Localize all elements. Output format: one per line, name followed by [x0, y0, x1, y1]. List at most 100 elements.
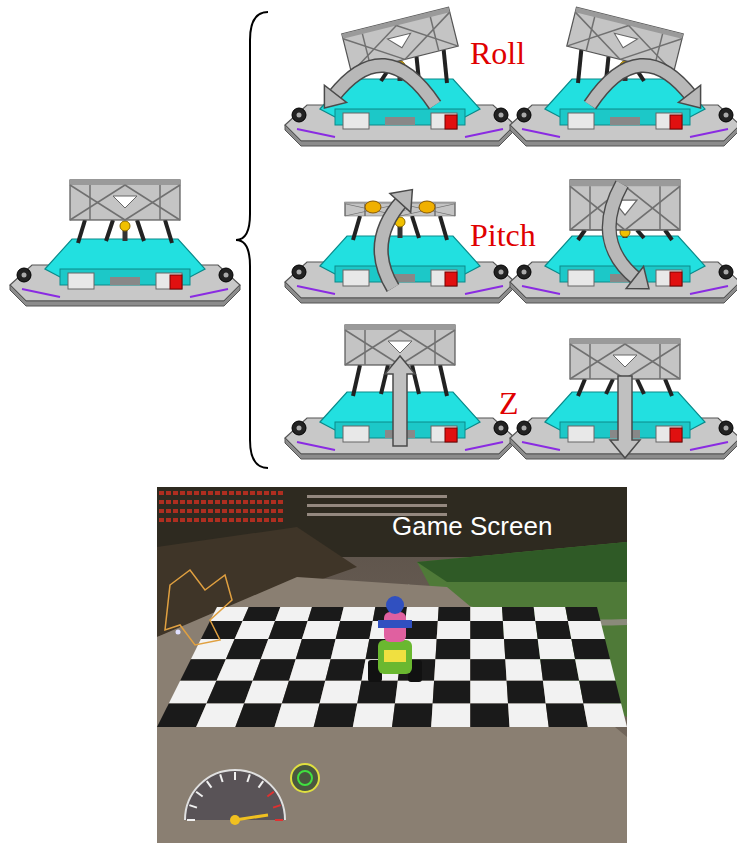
- illustration-part: [637, 230, 644, 238]
- seat-plate: [570, 339, 680, 379]
- illustration-part: [589, 344, 591, 379]
- checker-tile: [470, 659, 506, 681]
- illustration-part: [431, 113, 457, 129]
- illustration-part: [510, 125, 737, 146]
- illustration-part: [345, 325, 455, 330]
- illustration-part: [285, 282, 515, 303]
- illustration-part: [22, 273, 27, 278]
- checker-tile: [505, 659, 543, 681]
- checker-tile: [579, 681, 621, 704]
- checker-tile: [583, 703, 627, 727]
- illustration-part: [157, 577, 627, 843]
- screen-caption: Game Screen: [392, 512, 552, 541]
- illustration-part: [166, 518, 171, 522]
- checker-tile: [395, 681, 434, 704]
- checker-tile: [535, 621, 571, 639]
- illustration-part: [120, 221, 130, 231]
- illustration-part: [578, 379, 585, 396]
- illustration-part: [494, 421, 508, 435]
- illustration-part: [243, 491, 248, 495]
- illustration-part: [298, 771, 312, 785]
- illustration-part: [590, 65, 692, 105]
- illustration-part: [236, 509, 241, 513]
- illustration-part: [333, 65, 435, 105]
- illustration-part: [670, 428, 682, 442]
- motion-platform: [510, 180, 737, 303]
- checker-tile: [470, 639, 505, 659]
- illustration-part: [724, 113, 729, 118]
- illustration-part: [273, 805, 281, 807]
- illustration-part: [568, 426, 594, 442]
- illustration-part: [285, 262, 515, 298]
- illustration-part: [417, 542, 627, 717]
- illustration-part: [201, 491, 206, 495]
- illustration-part: [113, 196, 137, 208]
- illustration-part: [724, 426, 729, 431]
- checker-tile: [243, 607, 281, 621]
- illustration-part: [275, 819, 283, 821]
- illustration-part: [278, 518, 283, 522]
- checker-tile: [470, 703, 509, 727]
- speedometer: [185, 764, 319, 825]
- illustration-part: [517, 265, 531, 279]
- checker-tile: [325, 659, 365, 681]
- illustration-part: [656, 426, 682, 442]
- checker-tile: [340, 607, 375, 621]
- illustration-part: [388, 341, 412, 353]
- illustration-part: [386, 596, 404, 614]
- illustration-part: [17, 268, 31, 282]
- illustration-part: [412, 365, 419, 394]
- illustration-part: [222, 509, 227, 513]
- illustration-part: [378, 620, 412, 628]
- illustration-part: [606, 379, 613, 394]
- illustration-part: [278, 509, 283, 513]
- illustration-part: [173, 518, 178, 522]
- illustration-part: [610, 376, 640, 458]
- illustration-part: [522, 442, 560, 450]
- illustration-part: [292, 108, 306, 122]
- illustration-part: [219, 268, 233, 282]
- illustration-part: [236, 500, 241, 504]
- illustration-part: [176, 630, 181, 635]
- illustration-part: [257, 491, 262, 495]
- illustration-part: [625, 344, 680, 379]
- game-screenshot: [157, 487, 627, 843]
- checker-tile: [470, 607, 503, 621]
- illustration-part: [719, 265, 733, 279]
- illustration-part: [444, 50, 447, 83]
- illustration-part: [215, 500, 220, 504]
- illustration-part: [659, 186, 661, 230]
- checker-tile: [568, 621, 605, 639]
- illustration-part: [292, 421, 306, 435]
- illustration-part: [517, 108, 531, 122]
- illustration-part: [291, 764, 319, 792]
- illustration-part: [665, 379, 672, 396]
- illustration-part: [166, 509, 171, 513]
- checker-tile: [540, 659, 579, 681]
- illustration-part: [278, 491, 283, 495]
- illustration-part: [137, 220, 144, 241]
- illustration-part: [400, 330, 455, 365]
- checker-tile: [575, 659, 615, 681]
- checker-tile: [470, 621, 504, 639]
- illustration-part: [236, 518, 241, 522]
- illustration-part: [307, 504, 447, 507]
- illustration-part: [307, 495, 447, 498]
- motion-platform: [285, 325, 515, 459]
- illustration-part: [229, 518, 234, 522]
- motion-label: Pitch: [470, 218, 536, 253]
- motion-platform: [510, 339, 737, 459]
- illustration-part: [22, 289, 60, 297]
- illustration-part: [187, 509, 192, 513]
- illustration-part: [220, 774, 222, 782]
- illustration-part: [222, 491, 227, 495]
- illustration-part: [215, 509, 220, 513]
- illustration-part: [243, 500, 248, 504]
- illustration-part: [264, 509, 269, 513]
- illustration-part: [690, 129, 728, 137]
- illustration-part: [156, 273, 182, 289]
- checker-tile: [571, 639, 610, 659]
- illustration-part: [381, 200, 403, 288]
- illustration-part: [173, 491, 178, 495]
- illustration-part: [190, 289, 228, 297]
